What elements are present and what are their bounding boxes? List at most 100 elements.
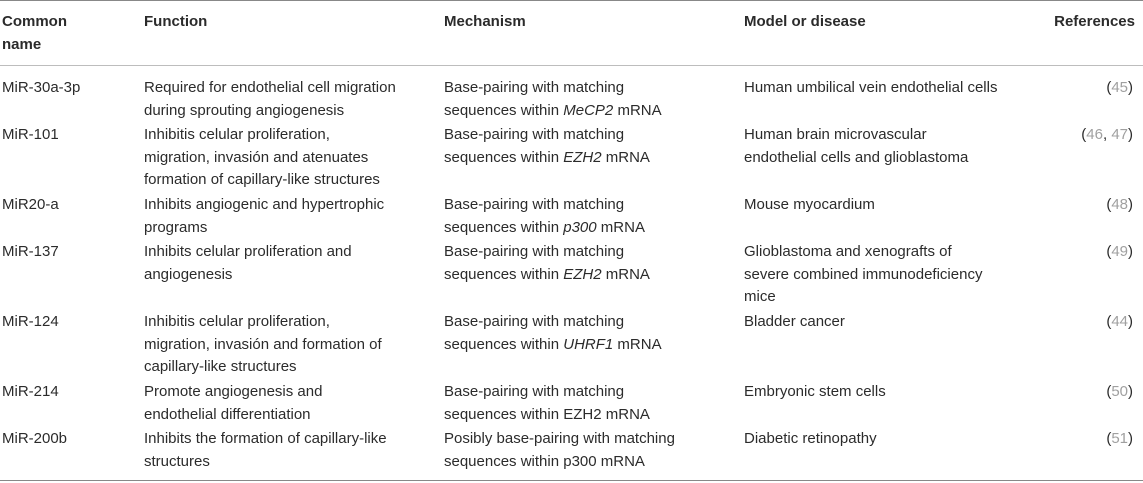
cell-model: Diabetic retinopathy [744, 428, 1034, 451]
paren: ( [1081, 126, 1087, 143]
cell-common-name: MiR-214 [2, 383, 59, 400]
reference-link[interactable]: 47 [1111, 126, 1128, 143]
function-line: Promote angiogenesis and [144, 383, 323, 400]
cell-common-name: MiR-200b [2, 430, 68, 447]
reference-link[interactable]: 44 [1111, 313, 1128, 330]
header-references: References [1054, 13, 1135, 30]
cell-mechanism: Base-pairing with matching sequences with… [444, 77, 734, 122]
reference-link[interactable]: 48 [1111, 196, 1128, 213]
cell-references: (51) [1023, 428, 1133, 451]
cell-common-name: MiR-101 [2, 126, 59, 143]
gene-name: MeCP2 [563, 101, 614, 119]
cell-model: Glioblastoma and xenografts of severe com… [744, 241, 1034, 309]
model-line: Human brain microvascular [744, 126, 927, 143]
paren: ) [1128, 243, 1133, 260]
cell-function: Required for endothelial cell migration d… [144, 77, 434, 122]
cell-references: (45) [1023, 77, 1133, 100]
model-line: Human umbilical vein endothelial cells [744, 79, 998, 96]
gene-name: UHRF1 [563, 335, 614, 353]
cell-function: Inhibitis celular proliferation, migratio… [144, 311, 434, 379]
cell-common-name: MiR-137 [2, 243, 59, 260]
mechanism-line: Base-pairing with matching [444, 79, 625, 96]
cell-references: (44) [1023, 311, 1133, 334]
paren: ) [1128, 126, 1133, 143]
cell-mechanism: Base-pairing with matching sequences with… [444, 241, 734, 286]
mechanism-line: Posibly base-pairing with matching [444, 430, 675, 447]
cell-references: (50) [1023, 381, 1133, 404]
cell-model: Bladder cancer [744, 311, 1034, 334]
mechanism-line: Base-pairing with matching [444, 126, 625, 143]
mechanism-line: sequences within UHRF1 mRNA [444, 335, 662, 353]
paren: ( [1106, 383, 1112, 400]
cell-common-name: MiR20-a [2, 196, 59, 213]
mechanism-line: sequences within p300 mRNA [444, 452, 645, 470]
paren: ( [1106, 196, 1112, 213]
function-line: Inhibits the formation of capillary-like [144, 430, 387, 447]
cell-function: Inhibits celular proliferation and angiog… [144, 241, 434, 286]
cell-model: Mouse myocardium [744, 194, 1034, 217]
reference-link[interactable]: 50 [1111, 383, 1128, 400]
function-line: Inhibitis celular proliferation, [144, 313, 330, 330]
function-line: Required for endothelial cell migration [144, 79, 396, 96]
reference-link[interactable]: 46 [1086, 126, 1103, 143]
mechanism-line: sequences within p300 mRNA [444, 218, 645, 236]
mechanism-line: Base-pairing with matching [444, 313, 625, 330]
model-line: Diabetic retinopathy [744, 430, 877, 447]
cell-mechanism: Base-pairing with matching sequences with… [444, 194, 734, 239]
mechanism-line: Base-pairing with matching [444, 196, 625, 213]
header-mechanism: Mechanism [444, 13, 526, 30]
model-line: mice [744, 288, 776, 305]
cell-references: (49) [1023, 241, 1133, 264]
mechanism-line: Base-pairing with matching [444, 383, 625, 400]
gene-name: EZH2 [563, 148, 602, 166]
cell-references: (48) [1023, 194, 1133, 217]
function-line: Inhibitis celular proliferation, [144, 126, 330, 143]
function-line: Inhibits celular proliferation and [144, 243, 352, 260]
paren: ( [1106, 430, 1112, 447]
model-line: endothelial cells and glioblastoma [744, 148, 969, 166]
separator: , [1102, 126, 1112, 143]
model-line: Glioblastoma and xenografts of [744, 243, 952, 260]
paren: ( [1106, 243, 1112, 260]
cell-function: Promote angiogenesis and endothelial diff… [144, 381, 434, 426]
cell-mechanism: Posibly base-pairing with matching sequen… [444, 428, 734, 473]
cell-mechanism: Base-pairing with matching sequences with… [444, 124, 734, 169]
function-line: migration, invasión and formation of [144, 335, 382, 353]
model-line: Embryonic stem cells [744, 383, 886, 400]
paren: ) [1128, 383, 1133, 400]
paren: ) [1128, 79, 1133, 96]
mechanism-line: sequences within EZH2 mRNA [444, 148, 650, 166]
paren: ) [1128, 313, 1133, 330]
mechanism-line: sequences within EZH2 mRNA [444, 405, 650, 423]
cell-mechanism: Base-pairing with matching sequences with… [444, 381, 734, 426]
function-line: migration, invasión and atenuates [144, 148, 369, 166]
model-line: severe combined immunodeficiency [744, 265, 983, 283]
mechanism-line: sequences within MeCP2 mRNA [444, 101, 662, 119]
table-top-rule [0, 0, 1143, 1]
header-model: Model or disease [744, 13, 866, 30]
gene-name: p300 [563, 218, 597, 236]
reference-link[interactable]: 45 [1111, 79, 1128, 96]
function-line: programs [144, 218, 208, 236]
gene-name: EZH2 [563, 265, 602, 283]
paren: ) [1128, 430, 1133, 447]
function-line: endothelial differentiation [144, 405, 311, 423]
cell-model: Human umbilical vein endothelial cells [744, 77, 1034, 100]
cell-function: Inhibitis celular proliferation, migratio… [144, 124, 434, 192]
reference-link[interactable]: 49 [1111, 243, 1128, 260]
function-line: structures [144, 452, 210, 470]
cell-model: Human brain microvascular endothelial cel… [744, 124, 1034, 169]
cell-function: Inhibits angiogenic and hypertrophic prog… [144, 194, 434, 239]
function-line: Inhibits angiogenic and hypertrophic [144, 196, 385, 213]
header-function: Function [144, 13, 208, 30]
cell-common-name: MiR-124 [2, 313, 59, 330]
reference-link[interactable]: 51 [1111, 430, 1128, 447]
mechanism-line: sequences within EZH2 mRNA [444, 265, 650, 283]
mechanism-line: Base-pairing with matching [444, 243, 625, 260]
header-rule [0, 65, 1143, 66]
function-line: angiogenesis [144, 265, 233, 283]
function-line: formation of capillary-like structures [144, 171, 380, 188]
function-line: during sprouting angiogenesis [144, 101, 345, 119]
paren: ) [1128, 196, 1133, 213]
